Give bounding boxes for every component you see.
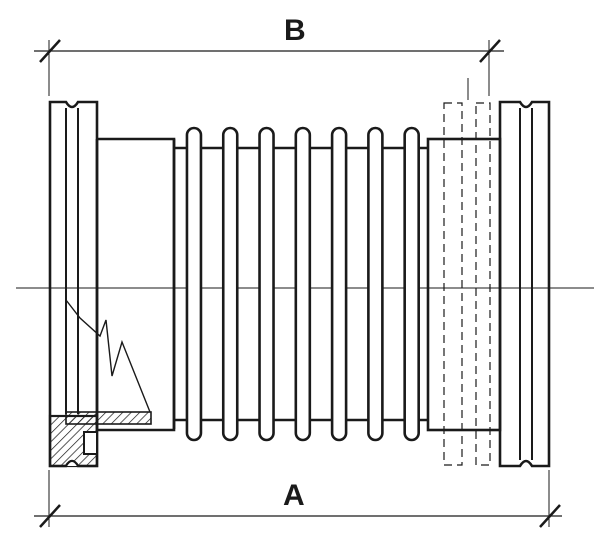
- convolution: [294, 126, 312, 442]
- convolution: [330, 126, 348, 442]
- dimension-label-b: B: [284, 14, 306, 47]
- dimension-label-a: A: [283, 479, 305, 512]
- tick-mark: [39, 504, 61, 528]
- convolution: [221, 126, 239, 442]
- convolution: [403, 126, 420, 442]
- convolution: [185, 126, 203, 442]
- cutaway-break-line: [65, 299, 151, 413]
- right-flange: [498, 100, 551, 468]
- tick-mark: [479, 39, 501, 63]
- bellows-convolutions: [172, 126, 428, 442]
- left-flange: [48, 100, 99, 468]
- collar-section: [65, 411, 152, 425]
- convolution: [367, 126, 384, 442]
- dimension-b: B: [34, 14, 504, 96]
- right-collar: [426, 137, 502, 432]
- tick-mark: [539, 504, 561, 528]
- dimension-a: A: [34, 470, 562, 528]
- tick-mark: [39, 39, 61, 63]
- left-collar: [65, 137, 176, 432]
- convolution: [258, 126, 275, 442]
- hidden-rings: [443, 78, 491, 466]
